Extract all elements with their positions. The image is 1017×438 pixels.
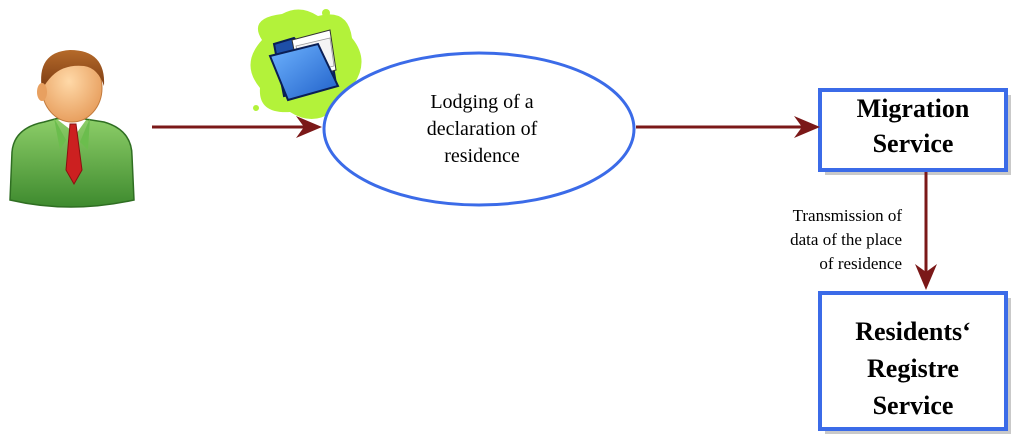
declaration-label-line: Lodging of a — [430, 90, 534, 113]
declaration-label: Lodging of a declaration of residence — [382, 82, 582, 176]
arrow-declaration-to-migration — [636, 116, 820, 138]
migration-service-box — [818, 88, 1011, 175]
transmission-edge-label: Transmission of data of the place of res… — [712, 200, 902, 280]
transmission-label-line: Transmission of — [792, 206, 902, 225]
declaration-label-line: residence — [444, 144, 520, 167]
residents-registre-label-line: Registre — [867, 353, 959, 383]
arrow-migration-to-registre — [915, 172, 937, 290]
transmission-label-line: of residence — [819, 254, 902, 273]
residents-registre-label-line: Residents‘ — [855, 316, 971, 346]
arrow-person-to-declaration — [152, 116, 322, 138]
declaration-label-line: declaration of — [426, 117, 538, 140]
residents-registre-label: Residents‘ Registre Service — [820, 308, 1006, 428]
transmission-label-line: data of the place — [790, 230, 902, 249]
residents-registre-label-line: Service — [872, 390, 954, 420]
declaration-ellipse — [322, 51, 636, 207]
migration-service-label-line: Service — [872, 129, 954, 158]
residents-registre-box — [818, 291, 1011, 434]
migration-service-label-line: Migration — [856, 94, 970, 123]
migration-service-label: Migration Service — [820, 86, 1006, 166]
folder-icon — [250, 9, 362, 120]
person-icon — [9, 50, 135, 208]
